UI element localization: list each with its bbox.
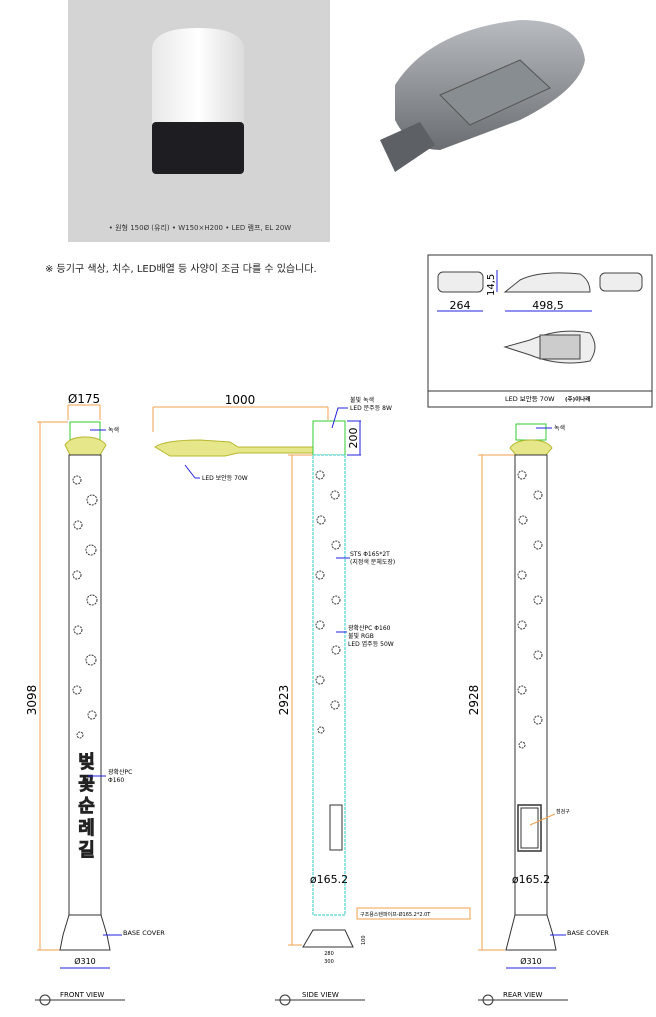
front-cap-note: 녹색 [108,426,119,434]
side-lamp-note: LED 보안등 70W [202,474,248,482]
bollard-lamp-photo: • 원형 150Ø (유리) • W150×H200 • LED 램프, EL … [68,0,330,242]
rear-view: 2928 녹색 점검구 ø165.2 BASE COVER Ø310 REAR … [467,423,609,1006]
side-view: 1000 2923 LED 보안등 70W 200 불빛 녹색 LED 문주등 … [152,393,471,1006]
front-height: 3098 [25,685,39,716]
side-pc-note-2: 불빛 RGB [348,632,374,640]
dim-height: 14,5 [486,274,497,296]
side-height: 2923 [277,685,291,716]
photo-caption: • 원형 150Ø (유리) • W150×H200 • LED 램프, EL … [109,223,292,232]
rear-cap-note: 녹색 [554,424,565,432]
side-pipe-note: 구조용스텐파이프-Ø165.2*2.0T [360,911,431,918]
side-pc-note-1: 광확산PC Φ160 [348,624,391,632]
side-view-label: SIDE VIEW [302,991,339,999]
street-light-photo [380,20,585,172]
side-pole-note-1: STS Φ165*2T [350,551,390,558]
rear-height: 2928 [467,685,481,716]
luminaire-tag: (주)이나래 [565,395,590,403]
front-view: Ø175 3098 녹색 벚꽃순례길 광확산PC Φ160 BASE COVER… [25,392,165,1006]
rear-dia-pole: ø165.2 [512,873,550,886]
side-arm-length: 1000 [225,393,256,407]
rear-dia-base: Ø310 [520,956,542,966]
front-vertical-text: 벚꽃순례길 [75,752,96,862]
front-dia-base: Ø310 [74,956,96,966]
front-base-note: BASE COVER [123,929,165,937]
rear-panel-note: 점검구 [556,808,570,815]
front-pc-note-2: Φ160 [108,777,124,784]
front-dia-top: Ø175 [68,392,100,406]
side-dia-pole: ø165.2 [310,873,348,886]
side-cap-note-1: 불빛 녹색 [350,396,374,404]
rear-base-note: BASE COVER [567,929,609,937]
side-cap-note-2: LED 문주등 8W [350,405,392,412]
side-base-w2: 300 [324,959,334,965]
dim-width: 264 [450,299,471,312]
rear-view-label: REAR VIEW [503,991,542,999]
luminaire-title: LED 보안등 70W [505,394,555,403]
side-base-h: 100 [361,935,367,945]
front-view-label: FRONT VIEW [60,991,104,999]
side-cap-height: 200 [347,428,360,449]
side-base-w1: 280 [324,951,334,957]
side-pc-note-3: LED 엽주등 50W [348,640,394,648]
dim-length: 498,5 [532,299,564,312]
side-pole-note-2: (지정색 분체도장) [350,558,395,566]
front-pc-note-1: 광확산PC [108,768,132,776]
luminaire-detail-box: 264 498,5 14,5 LED 보안등 70W (주)이나래 [427,254,653,408]
notice-text: ※ 등기구 색상, 치수, LED배열 등 사양이 조금 다를 수 있습니다. [45,263,317,275]
